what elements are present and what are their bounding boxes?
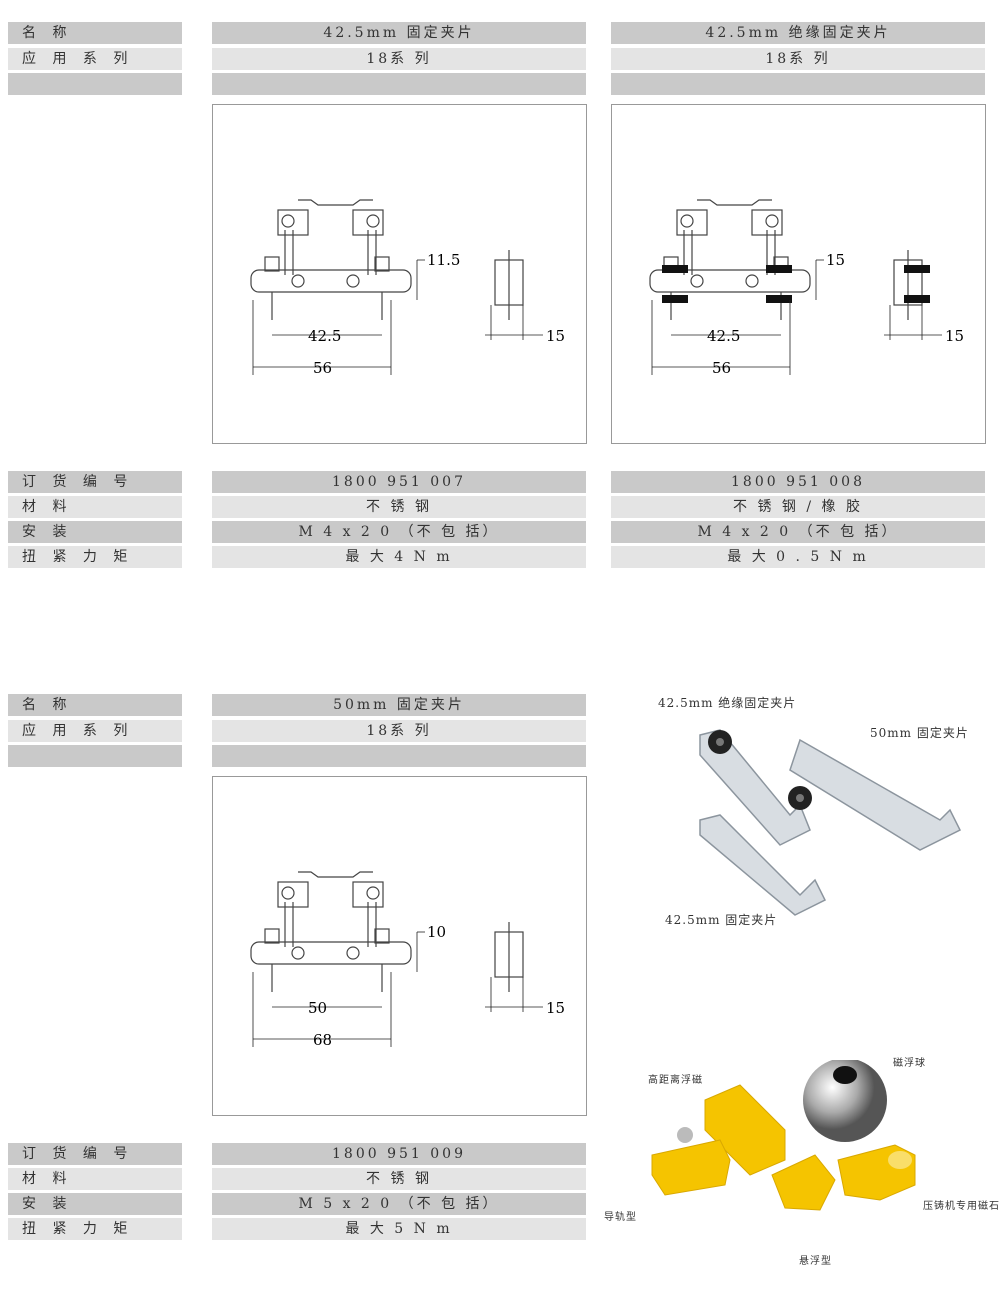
label-blank — [8, 745, 182, 767]
torque: 最 大 0 . 5 N m — [611, 546, 985, 568]
torque: 最 大 5 N m — [212, 1218, 586, 1240]
technical-drawing: 42.5 56 11.5 15 — [212, 104, 587, 444]
dim-outer: 68 — [313, 1031, 332, 1049]
dim-side: 15 — [546, 327, 565, 345]
blank-cell — [212, 745, 586, 767]
material: 不 锈 钢 / 橡 胶 — [611, 496, 985, 518]
clips-photo — [699, 729, 962, 916]
label-series: 应 用 系 列 — [8, 48, 182, 70]
order-number: 1800 951 009 — [212, 1143, 586, 1165]
photo-caption: 50mm 固定夹片 — [870, 726, 969, 740]
dimension-lines — [252, 259, 543, 375]
dim-height: 11.5 — [427, 251, 460, 269]
technical-drawing: 42.5 56 15 15 — [611, 104, 986, 444]
label-order: 订 货 编 号 — [8, 471, 182, 493]
install: M 5 x 2 0 （不 包 括） — [212, 1193, 586, 1215]
photo-caption: 42.5mm 固定夹片 — [665, 913, 778, 927]
dim-inner: 42.5 — [308, 327, 341, 345]
product-name: 42.5mm 固定夹片 — [212, 22, 586, 44]
material: 不 锈 钢 — [212, 1168, 586, 1190]
label-install: 安 装 — [8, 1193, 182, 1215]
photo-caption: 悬浮型 — [799, 1256, 832, 1267]
photo-caption: 压铸机专用磁石 — [923, 1201, 1000, 1212]
dim-outer: 56 — [313, 359, 332, 377]
blank-cell — [212, 73, 586, 95]
product-name: 50mm 固定夹片 — [212, 694, 586, 716]
label-torque: 扭 紧 力 矩 — [8, 1218, 182, 1240]
magnets-photo — [651, 1060, 916, 1211]
label-install: 安 装 — [8, 521, 182, 543]
dimension-lines — [651, 259, 942, 375]
order-number: 1800 951 008 — [611, 471, 985, 493]
label-material: 材 料 — [8, 1168, 182, 1190]
order-number: 1800 951 007 — [212, 471, 586, 493]
dimension-lines — [252, 931, 543, 1047]
label-torque: 扭 紧 力 矩 — [8, 546, 182, 568]
blank-cell — [611, 73, 985, 95]
label-order: 订 货 编 号 — [8, 1143, 182, 1165]
label-blank — [8, 73, 182, 95]
label-name: 名 称 — [8, 22, 182, 44]
dim-inner: 50 — [308, 999, 327, 1017]
photo-caption: 42.5mm 绝缘固定夹片 — [658, 696, 797, 710]
photo-caption: 磁浮球 — [893, 1058, 926, 1069]
label-material: 材 料 — [8, 496, 182, 518]
material: 不 锈 钢 — [212, 496, 586, 518]
product-series: 18系 列 — [212, 720, 586, 742]
dim-inner: 42.5 — [707, 327, 740, 345]
label-series: 应 用 系 列 — [8, 720, 182, 742]
photo-caption: 导轨型 — [604, 1212, 637, 1223]
product-series: 18系 列 — [212, 48, 586, 70]
torque: 最 大 4 N m — [212, 546, 586, 568]
product-name: 42.5mm 绝缘固定夹片 — [611, 22, 985, 44]
dim-outer: 56 — [712, 359, 731, 377]
dim-side: 15 — [945, 327, 964, 345]
clip-front-view — [250, 871, 524, 992]
photo-caption: 高距离浮磁 — [648, 1075, 703, 1086]
dim-height: 15 — [826, 251, 845, 269]
label-name: 名 称 — [8, 694, 182, 716]
product-series: 18系 列 — [611, 48, 985, 70]
install: M 4 x 2 0 （不 包 括） — [611, 521, 985, 543]
clip-front-view — [250, 199, 524, 320]
dim-height: 10 — [427, 923, 446, 941]
install: M 4 x 2 0 （不 包 括） — [212, 521, 586, 543]
technical-drawing: 50 68 10 15 — [212, 776, 587, 1116]
dim-side: 15 — [546, 999, 565, 1017]
